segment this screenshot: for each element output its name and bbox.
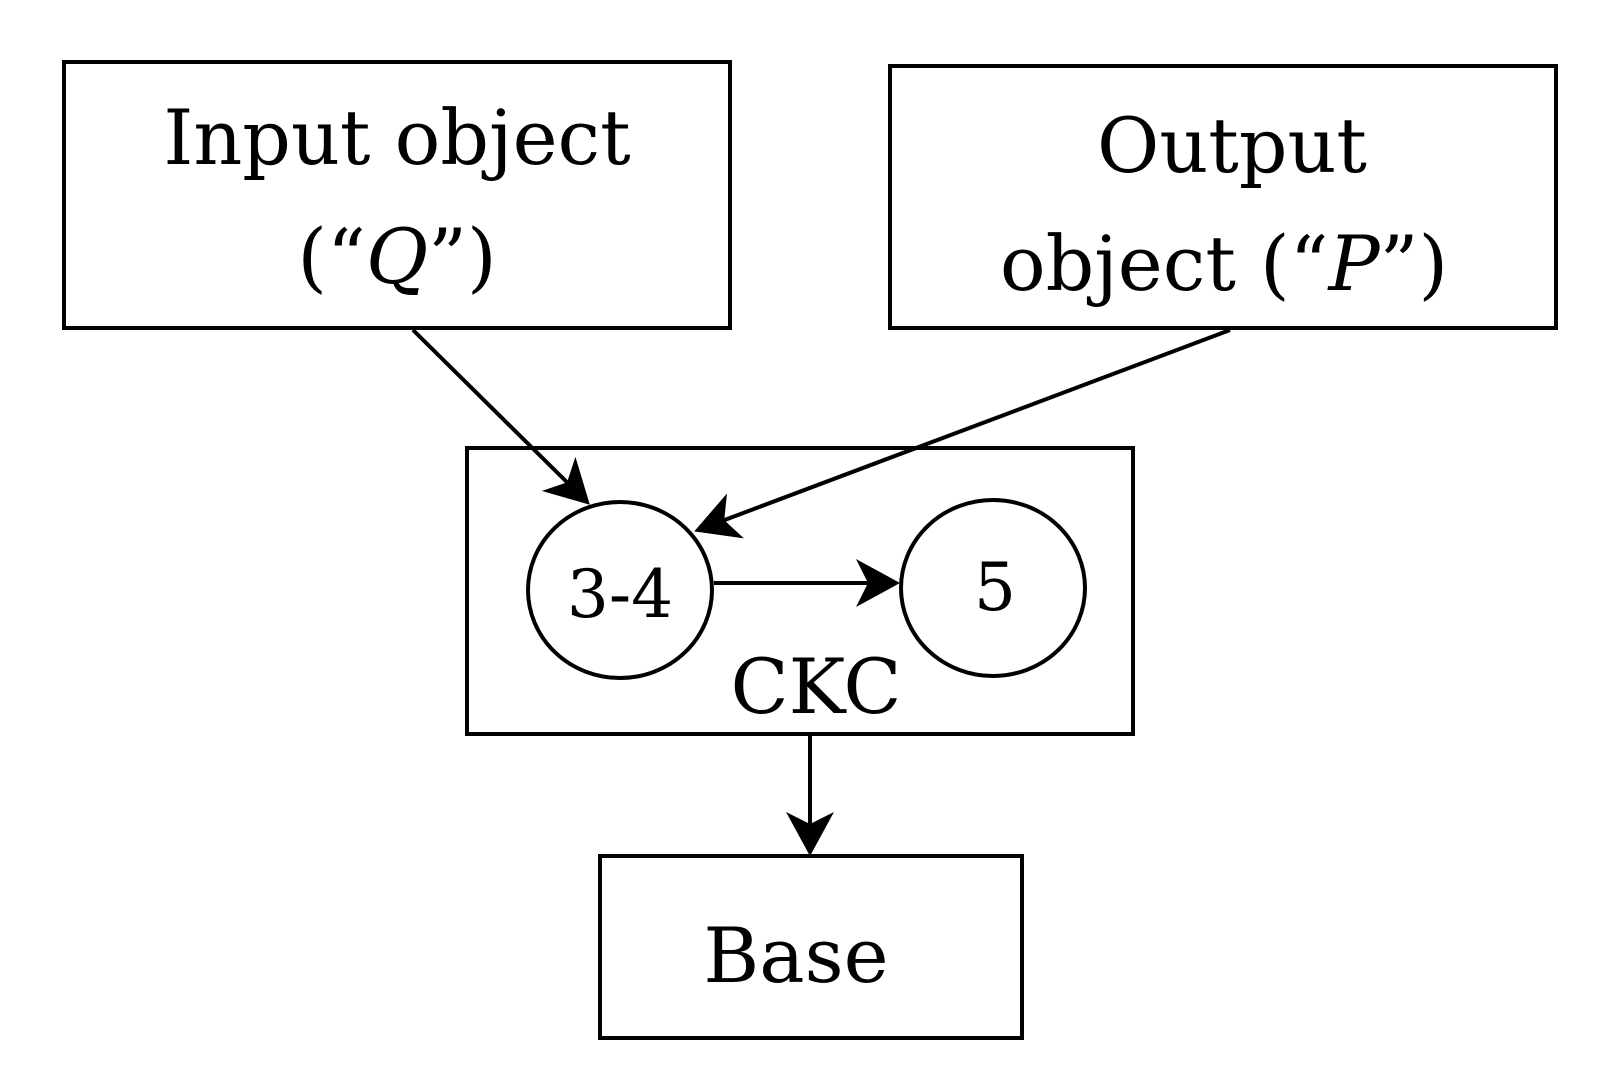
base-label: Base [703,911,888,1000]
output-object-box [888,64,1558,330]
stage-3-4-label: 3-4 [567,556,673,633]
arrow-output-to-stage-3-4 [694,328,1231,539]
stage-5-label: 5 [974,549,1016,626]
base-node: Base [598,854,1024,1040]
input-object-close-quote: ”) [428,212,497,301]
input-object-open-quote: (“ [297,212,366,301]
arrow-input-to-stage-3-4 [411,328,590,505]
stage-3-4-circle [526,500,714,680]
stage-5-circle [899,498,1087,678]
input-object-title: Input object [163,93,630,182]
input-object-node: Input object (“Q”) [62,60,732,330]
output-object-close-quote: ”) [1380,219,1449,308]
output-object-title: Output [1097,101,1367,190]
output-object-variable: P [1327,219,1382,308]
output-object-text: object (“ [1000,219,1329,308]
input-object-box [62,60,732,330]
output-object-var-label: object (“P”) [1000,219,1448,308]
input-object-var-label: (“Q”) [297,212,496,301]
output-object-node: Output object (“P”) [888,64,1558,330]
input-object-variable: Q [366,212,428,301]
ckc-label: CKC [730,642,901,731]
base-box [598,854,1024,1040]
